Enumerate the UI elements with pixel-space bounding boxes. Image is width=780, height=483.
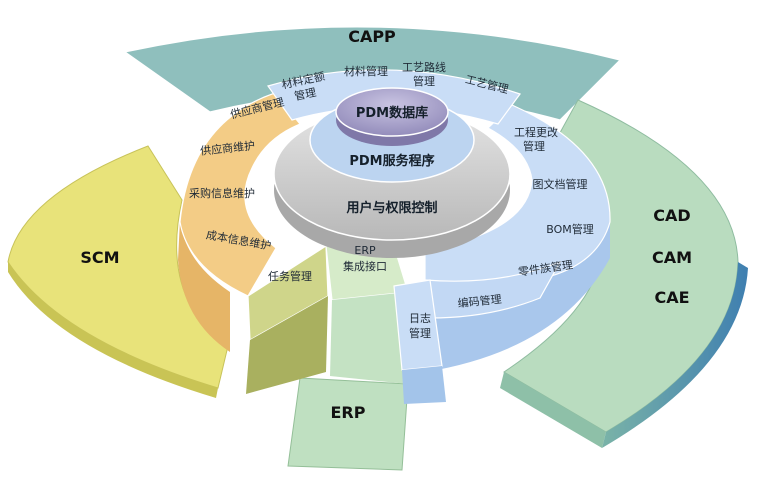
material-label: 材料管理 — [344, 64, 388, 78]
scm-side — [8, 262, 218, 398]
middle-labels: 任务管理 ERP 集成接口 — [268, 244, 387, 283]
cad-bottom — [500, 372, 606, 448]
cam-label: CAM — [652, 248, 692, 267]
task-label: 任务管理 — [268, 269, 312, 283]
database-label: PDM数据库 — [356, 105, 428, 121]
erp-interface-label: ERP — [354, 244, 376, 257]
bom-label: BOM管理 — [546, 222, 594, 236]
cae-label: CAE — [654, 288, 689, 307]
log-label: 日志 — [409, 312, 431, 325]
route-label-2: 管理 — [413, 74, 435, 88]
capp-label: CAPP — [348, 27, 396, 46]
ring-side-orange — [178, 220, 230, 352]
cad-module-labels: 工程更改 管理 图文档管理 BOM管理 零件族管理 编码管理 日志 管理 — [409, 125, 594, 340]
supplier-maint-label: 供应商维护 — [200, 138, 256, 158]
doc-label: 图文档管理 — [533, 177, 588, 191]
cad-side — [602, 262, 748, 448]
db-top — [335, 87, 449, 137]
scm-label: SCM — [80, 248, 119, 267]
route-label: 工艺路线 — [402, 60, 446, 74]
erp-interface-label-2: 集成接口 — [343, 259, 387, 273]
service-label: PDM服务程序 — [349, 153, 434, 169]
blue-ring-lower — [424, 260, 562, 319]
log-block-side — [402, 366, 446, 404]
coding-label: 编码管理 — [457, 292, 502, 311]
erp-sector — [287, 377, 409, 471]
cad-label: CAD — [653, 206, 690, 225]
change-label-2: 管理 — [523, 139, 545, 153]
supplier-ring — [179, 92, 301, 297]
task-block-side — [246, 296, 328, 394]
change-label: 工程更改 — [514, 125, 558, 139]
erp-block-side — [330, 292, 408, 384]
material-quota-label-2: 管理 — [293, 85, 317, 103]
log-label-2: 管理 — [409, 326, 431, 340]
erp-label: ERP — [331, 403, 366, 422]
access-label: 用户与权限控制 — [345, 200, 437, 216]
purchase-info-label: 采购信息维护 — [189, 186, 255, 200]
